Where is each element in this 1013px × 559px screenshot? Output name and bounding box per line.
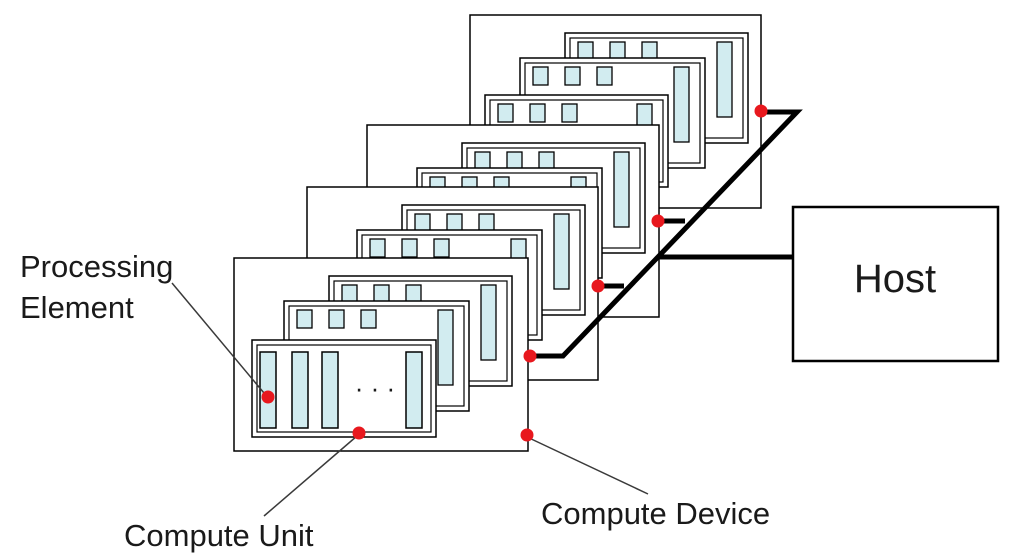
processing-element — [613, 151, 630, 228]
compute-device-label: Compute Device — [541, 496, 770, 531]
bus-backbone — [530, 109, 803, 359]
compute-unit-inner-frame — [256, 344, 432, 433]
processing-element — [433, 238, 450, 258]
processing-element — [596, 66, 613, 86]
compute-unit-marker-dot — [352, 426, 366, 440]
compute-unit-leader — [263, 435, 358, 517]
compute-device-leader — [526, 436, 649, 495]
processing-element-leader — [171, 282, 265, 394]
processing-element — [564, 66, 581, 86]
processing-element — [532, 66, 549, 86]
processing-element-label-line1: Processing — [20, 249, 173, 284]
processing-element — [561, 103, 578, 123]
processing-element — [405, 351, 423, 429]
host: Host — [791, 205, 1000, 363]
device-port-2-dot — [651, 214, 665, 228]
processing-element — [296, 309, 313, 329]
compute-unit: · · · — [251, 339, 437, 438]
processing-element — [529, 103, 546, 123]
host-label: Host — [854, 257, 936, 301]
processing-element — [553, 213, 570, 290]
processing-element — [437, 309, 454, 386]
processing-element — [259, 351, 277, 429]
processing-element — [673, 66, 690, 143]
ellipsis-text: · · · — [355, 373, 395, 403]
processing-element-label-line2: Element — [20, 290, 134, 325]
processing-element — [321, 351, 339, 429]
processing-element — [360, 309, 377, 329]
host-box — [791, 205, 1000, 363]
processing-element-marker-dot — [261, 390, 275, 404]
processing-element — [369, 238, 386, 258]
compute-device-4: · · · — [233, 257, 529, 452]
connection-dots — [261, 104, 768, 442]
processing-element — [328, 309, 345, 329]
processing-element — [401, 238, 418, 258]
device-port-3-dot — [591, 279, 605, 293]
compute-devices: · · · — [233, 14, 762, 452]
processing-element — [291, 351, 309, 429]
processing-element — [497, 103, 514, 123]
compute-device-1 — [469, 14, 762, 209]
device-port-4-dot — [523, 349, 537, 363]
processing-element — [480, 284, 497, 361]
device-port-1-dot — [754, 104, 768, 118]
processing-element — [716, 41, 733, 118]
compute-device-marker-dot — [520, 428, 534, 442]
compute-unit-label: Compute Unit — [124, 518, 314, 553]
